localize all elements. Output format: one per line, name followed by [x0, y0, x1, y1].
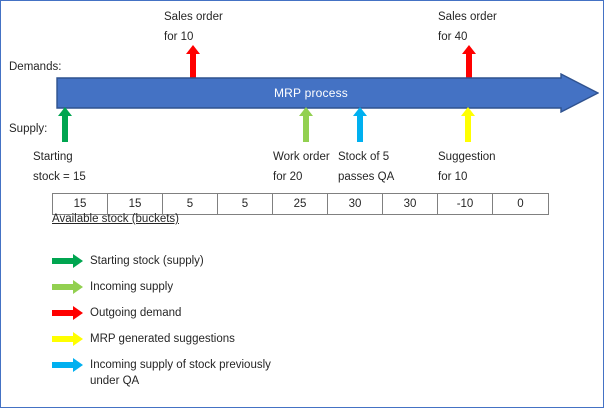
- supply-arrow-qa-stock-icon: [352, 107, 368, 142]
- supply-arrow-starting-stock-icon: [57, 107, 73, 142]
- supply-label-work-order-line2: for 20: [273, 171, 303, 183]
- stock-bucket-cell: 5: [163, 194, 218, 214]
- supply-arrow-work-order-icon: [298, 107, 314, 142]
- supply-label-starting-stock-line1: Starting: [33, 151, 73, 163]
- stock-bucket-cell: 5: [218, 194, 273, 214]
- stock-bucket-cell: 30: [328, 194, 383, 214]
- demand-arrow-sales-order-10-icon: [185, 45, 201, 80]
- legend-label: Incoming supply of stock previously unde…: [90, 359, 271, 387]
- legend-label: Outgoing demand: [90, 307, 182, 319]
- stock-bucket-cell: 15: [53, 194, 108, 214]
- demand-label-sales-order-10-line1: Sales order: [164, 11, 223, 23]
- stock-bucket-cell: 15: [108, 194, 163, 214]
- legend-item: Incoming supply: [52, 279, 271, 295]
- legend-arrow-icon: [52, 332, 84, 346]
- mrp-process-arrow: MRP process: [56, 73, 599, 113]
- demand-label-sales-order-10-line2: for 10: [164, 31, 194, 43]
- legend-item: Outgoing demand: [52, 305, 271, 321]
- demands-row-label: Demands:: [9, 61, 62, 73]
- demand-label-sales-order-40-line1: Sales order: [438, 11, 497, 23]
- legend-label: Incoming supply: [90, 281, 174, 293]
- available-stock-caption: Available stock (buckets): [52, 213, 179, 225]
- supply-label-work-order-line1: Work order: [273, 151, 330, 163]
- stock-bucket-cell: 30: [383, 194, 438, 214]
- supply-row-label: Supply:: [9, 123, 48, 135]
- legend-arrow-icon: [52, 254, 84, 268]
- stock-bucket-cell: 0: [517, 198, 524, 210]
- legend-item: Starting stock (supply): [52, 253, 271, 269]
- supply-label-qa-stock-line2: passes QA: [338, 171, 395, 183]
- legend-label: MRP generated suggestions: [90, 333, 235, 345]
- supply-label-suggestion-line2: for 10: [438, 171, 468, 183]
- supply-label-qa-stock-line1: Stock of 5: [338, 151, 390, 163]
- mrp-process-label: MRP process: [273, 86, 348, 100]
- stock-bucket-cell: -10: [438, 194, 493, 214]
- legend-label: Starting stock (supply): [90, 255, 204, 267]
- demand-arrow-sales-order-40-icon: [461, 45, 477, 80]
- legend-item: Incoming supply of stock previously unde…: [52, 357, 271, 389]
- stock-bucket-cell: 25: [273, 194, 328, 214]
- supply-arrow-suggestion-icon: [460, 107, 476, 142]
- legend-item: MRP generated suggestions: [52, 331, 271, 347]
- supply-label-starting-stock-line2: stock = 15: [33, 171, 86, 183]
- supply-label-suggestion-line1: Suggestion: [438, 151, 496, 163]
- legend-arrow-icon: [52, 280, 84, 294]
- legend-arrow-icon: [52, 306, 84, 320]
- demand-label-sales-order-40-line2: for 40: [438, 31, 468, 43]
- legend-arrow-icon: [52, 358, 84, 372]
